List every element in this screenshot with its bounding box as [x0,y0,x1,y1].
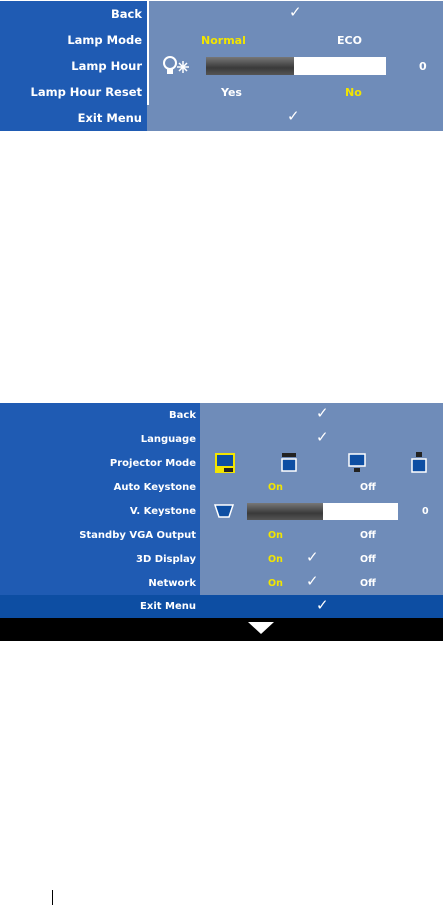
standby-vga-off[interactable]: Off [360,529,376,541]
v-keystone-bar[interactable] [247,503,398,520]
check-icon: ✓ [316,428,329,446]
keystone-icon [214,504,234,518]
network-row[interactable]: Network On ✓ Off [0,571,443,595]
projector-mode-row: Projector Mode [0,451,443,475]
network-on[interactable]: On [268,577,283,589]
lamp-bulb-icon [163,56,189,74]
lamp-hour-bar-fill [206,57,295,75]
front-ceiling-icon[interactable] [280,453,298,473]
3d-display-off[interactable]: Off [360,553,376,565]
check-icon: ✓ [316,596,329,614]
front-projection-icon[interactable] [214,452,236,474]
lamp-back-label: Back [0,1,147,27]
lamp-exit-label: Exit Menu [0,105,147,131]
check-icon: ✓ [306,572,319,590]
lamp-hour-label: Lamp Hour [0,53,147,79]
scroll-down-footer[interactable] [0,618,443,641]
auto-keystone-off[interactable]: Off [360,481,376,493]
standby-vga-on[interactable]: On [268,529,283,541]
check-icon: ✓ [306,548,319,566]
v-keystone-row: V. Keystone 0 [0,499,443,523]
v-keystone-label: V. Keystone [0,499,200,523]
3d-display-on[interactable]: On [268,553,283,565]
lamp-hour-value: 0 [419,59,427,73]
v-keystone-value: 0 [422,505,429,517]
projector-mode-label: Projector Mode [0,451,200,475]
check-icon: ✓ [287,107,300,125]
lamp-reset-yes[interactable]: Yes [221,85,242,99]
standby-vga-row[interactable]: Standby VGA Output On Off [0,523,443,547]
settings-back-row[interactable]: Back ✓ [0,403,443,427]
page-margin-rule [52,890,53,905]
lamp-menu: Back ✓ Lamp Mode Normal ECO Lamp Hour 0 [0,1,443,131]
lamp-mode-normal[interactable]: Normal [201,33,246,47]
standby-vga-label: Standby VGA Output [0,523,200,547]
v-keystone-bar-fill [247,503,323,520]
3d-display-row[interactable]: 3D Display On ✓ Off [0,547,443,571]
lamp-mode-eco[interactable]: ECO [337,33,362,47]
settings-back-label: Back [0,403,200,427]
lamp-exit-menu-row[interactable]: Exit Menu ✓ [0,105,443,131]
rear-projection-icon[interactable] [347,453,367,473]
settings-menu: Back ✓ Language ✓ Projector Mode [0,403,443,641]
network-label: Network [0,571,200,595]
lamp-mode-row[interactable]: Lamp Mode Normal ECO [0,27,443,53]
lamp-hour-reset-label: Lamp Hour Reset [0,79,147,105]
auto-keystone-row[interactable]: Auto Keystone On Off [0,475,443,499]
check-icon: ✓ [316,404,329,422]
settings-exit-menu-row[interactable]: Exit Menu ✓ [0,595,443,618]
auto-keystone-label: Auto Keystone [0,475,200,499]
rear-ceiling-icon[interactable] [410,452,428,474]
lamp-reset-no[interactable]: No [345,85,362,99]
scroll-down-arrow-icon[interactable] [248,622,274,634]
network-off[interactable]: Off [360,577,376,589]
3d-display-label: 3D Display [0,547,200,571]
lamp-back-row[interactable]: Back ✓ [0,1,443,27]
check-icon: ✓ [289,3,302,21]
language-row[interactable]: Language ✓ [0,427,443,451]
lamp-hour-reset-row[interactable]: Lamp Hour Reset Yes No [0,79,443,105]
auto-keystone-on[interactable]: On [268,481,283,493]
settings-exit-label: Exit Menu [140,601,196,612]
lamp-mode-label: Lamp Mode [0,27,147,53]
lamp-hour-bar [206,57,386,75]
language-label: Language [0,427,200,451]
lamp-hour-row: Lamp Hour 0 [0,53,443,79]
